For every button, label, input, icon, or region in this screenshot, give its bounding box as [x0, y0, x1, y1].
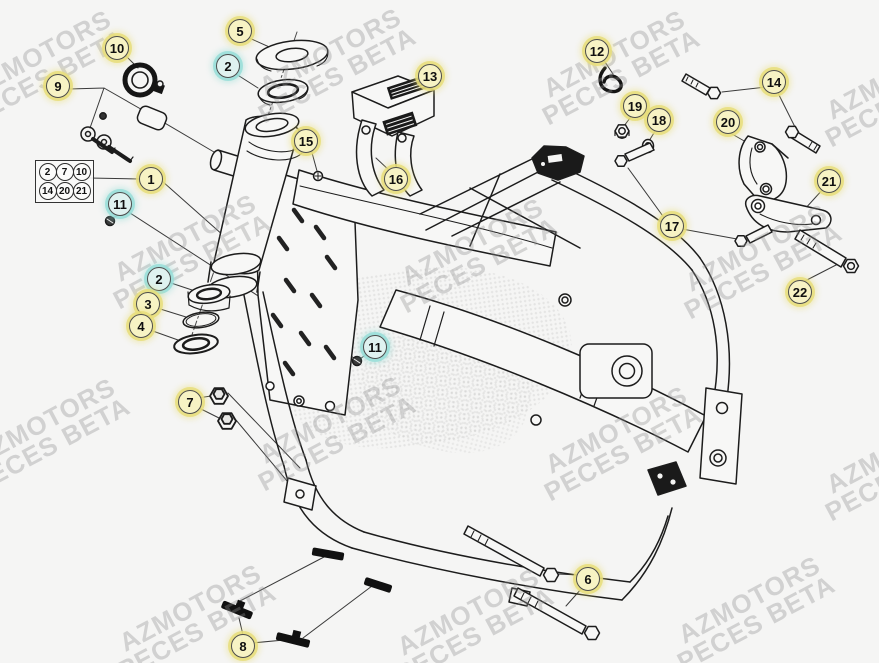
callout-6[interactable]: 6	[576, 567, 600, 591]
callout-17[interactable]: 17	[660, 214, 684, 238]
part-long-bolt-22	[794, 229, 860, 274]
steering-head-tube	[206, 112, 303, 299]
frame-lower-spar	[379, 289, 707, 453]
callout-18[interactable]: 18	[647, 108, 671, 132]
legend-circle-7: 7	[55, 163, 74, 181]
part-steering-top-disc	[255, 39, 329, 72]
part-ecu-mount-straps	[312, 119, 423, 197]
part-frame-guards-8	[221, 547, 393, 648]
frame-pivot-plates	[647, 387, 743, 496]
part-bracket-21	[744, 194, 832, 233]
callout-16[interactable]: 16	[384, 167, 408, 191]
legend-circle-2: 2	[38, 163, 57, 181]
callout-11[interactable]: 11	[363, 335, 387, 359]
part-keys-lock	[80, 105, 168, 163]
callout-13[interactable]: 13	[418, 64, 442, 88]
part-long-bolts-6	[463, 525, 601, 641]
legend-circle-20: 20	[55, 182, 74, 200]
callout-9[interactable]: 9	[46, 74, 70, 98]
legend-circle-10: 10	[72, 163, 91, 181]
part-nuts-7	[209, 387, 237, 430]
callout-10[interactable]: 10	[105, 36, 129, 60]
legend-circle-14: 14	[38, 182, 57, 200]
callout-15[interactable]: 15	[294, 129, 318, 153]
callout-5[interactable]: 5	[228, 19, 252, 43]
part-lock-clamp	[122, 62, 165, 98]
part-screws-11	[104, 215, 363, 367]
callout-14[interactable]: 14	[762, 70, 786, 94]
callout-11[interactable]: 11	[108, 192, 132, 216]
part-bracket-20	[738, 135, 789, 202]
callout-8[interactable]: 8	[231, 634, 255, 658]
frame-subframe-tubes	[419, 157, 731, 399]
frame-main-spar	[292, 169, 557, 267]
part-upper-bearing	[257, 78, 309, 106]
callout-4[interactable]: 4	[129, 314, 153, 338]
callout-19[interactable]: 19	[623, 94, 647, 118]
callout-2[interactable]: 2	[216, 54, 240, 78]
frame-shock-mount	[579, 343, 653, 399]
part-wire-clip	[598, 66, 623, 94]
part-bolts-14	[681, 73, 821, 154]
frame-top-rear-bracket	[531, 145, 585, 181]
legend-circle-21: 21	[72, 182, 91, 200]
frame-gusset-plate	[255, 165, 359, 416]
callout-3[interactable]: 3	[136, 292, 160, 316]
callout-12[interactable]: 12	[585, 39, 609, 63]
part-bolts-17	[614, 142, 773, 247]
callout-22[interactable]: 22	[788, 280, 812, 304]
callout-1[interactable]: 1	[139, 167, 163, 191]
callout-20[interactable]: 20	[716, 110, 740, 134]
part-lower-bearing-stack	[173, 283, 231, 355]
callout-2[interactable]: 2	[147, 267, 171, 291]
callout-21[interactable]: 21	[817, 169, 841, 193]
callout-7[interactable]: 7	[178, 390, 202, 414]
